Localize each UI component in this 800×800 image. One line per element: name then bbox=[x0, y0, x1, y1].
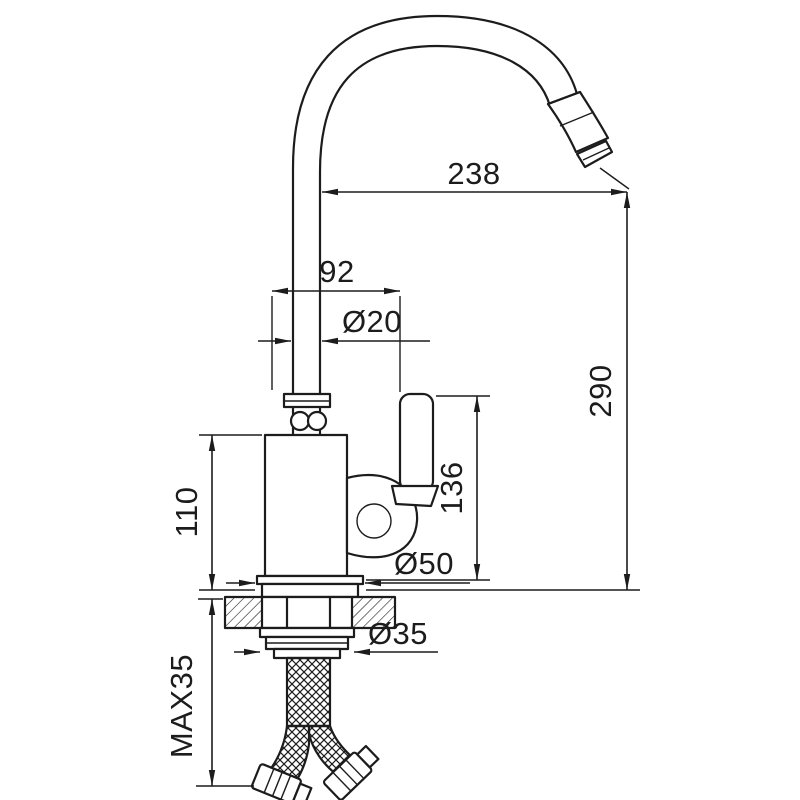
dimension-annotations: 238 290 92 Ø20 bbox=[164, 156, 640, 787]
dim-label-pipe-diameter: Ø20 bbox=[342, 304, 402, 339]
dim-label-handle-height: 136 bbox=[434, 461, 469, 514]
handle-cap bbox=[390, 484, 440, 508]
hose-connector-right bbox=[322, 744, 380, 800]
dimension-pipe-diameter: Ø20 bbox=[258, 304, 430, 345]
dim-label-spout-offset: 92 bbox=[319, 254, 354, 289]
deck-hatch-left bbox=[225, 597, 262, 628]
dim-label-body-height: 110 bbox=[169, 487, 204, 538]
supply-hoses bbox=[250, 656, 380, 800]
dim-label-overall-height: 290 bbox=[583, 364, 618, 417]
dimension-overall-height: 290 bbox=[366, 192, 640, 591]
dimension-handle-height: 136 bbox=[366, 395, 490, 581]
dimension-spout-reach: 238 bbox=[322, 156, 630, 196]
deck-hatch-right bbox=[352, 597, 395, 628]
dimension-max-deck-thickness: MAX35 bbox=[164, 598, 254, 787]
faucet-outline bbox=[223, 14, 614, 800]
spout-collar bbox=[282, 392, 332, 437]
dim-label-max-deck-thickness: MAX35 bbox=[164, 654, 199, 758]
countertop bbox=[223, 595, 397, 630]
dimension-base-diameter: Ø50 bbox=[226, 546, 470, 587]
dimension-spout-offset: 92 bbox=[271, 254, 401, 392]
dim-label-hole-diameter: Ø35 bbox=[368, 616, 428, 651]
dim-label-spout-reach: 238 bbox=[447, 156, 500, 191]
dimension-body-height: 110 bbox=[169, 434, 262, 591]
handle bbox=[345, 392, 440, 559]
dim-label-base-diameter: Ø50 bbox=[394, 546, 454, 581]
faucet-body bbox=[263, 433, 349, 578]
joint-bead bbox=[289, 410, 311, 432]
gooseneck-spout bbox=[291, 14, 580, 400]
dimension-hole-diameter: Ø35 bbox=[234, 616, 438, 656]
mounting-nut bbox=[258, 626, 356, 660]
spout-head bbox=[546, 90, 614, 169]
joint-bead bbox=[306, 410, 328, 432]
base-flange bbox=[255, 574, 365, 599]
threaded-shank bbox=[285, 656, 332, 728]
handle-lever bbox=[398, 392, 435, 493]
